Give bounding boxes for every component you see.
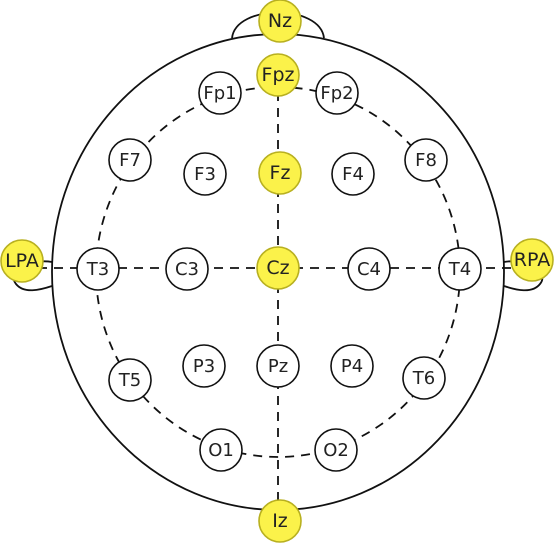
electrode-f7: F7 [108,138,152,182]
electrode-circle [258,151,302,195]
electrode-circle [438,247,482,291]
electrode-label: Nz [268,10,292,32]
electrode-t3: T3 [76,247,120,291]
electrode-circle [256,344,300,388]
electrode-circle [258,499,302,543]
electrode-circle [347,247,391,291]
electrode-label: Fp2 [320,83,353,104]
electrode-label: T3 [86,259,109,280]
electrode-circle [199,428,243,472]
electrode-fp1: Fp1 [198,71,242,115]
electrode-label: LPA [5,250,39,272]
electrode-circle [315,71,359,115]
electrode-label: F7 [119,150,141,171]
electrode-t6: T6 [402,356,446,400]
electrode-circle [331,152,375,196]
electrode-circle [256,53,300,97]
electrode-t5: T5 [108,358,152,402]
electrode-circle [314,428,358,472]
electrode-p4: P4 [330,344,374,388]
electrode-o2: O2 [314,428,358,472]
electrode-o1: O1 [199,428,243,472]
electrode-label: F8 [415,150,437,171]
electrode-rpa: RPA [510,238,554,282]
electrode-label: P4 [341,356,363,377]
electrode-label: F3 [194,164,216,185]
electrode-circle [510,238,554,282]
electrode-label: Fp1 [203,83,236,104]
electrode-circle [402,356,446,400]
electrode-t4: T4 [438,247,482,291]
electrode-circle [0,239,44,283]
electrode-label: O2 [323,440,349,461]
electrode-circle [258,0,302,43]
electrode-nz: Nz [258,0,302,43]
electrode-fz: Fz [258,151,302,195]
electrode-f4: F4 [331,152,375,196]
electrode-label: T5 [118,370,141,391]
electrode-label: O1 [208,440,234,461]
electrode-label: P3 [193,356,215,377]
electrode-label: C3 [175,259,199,280]
electrode-f8: F8 [404,138,448,182]
electrode-circle [182,344,226,388]
electrode-label: Pz [268,356,288,377]
electrode-circle [165,247,209,291]
electrode-label: Fz [270,162,291,184]
electrode-circle [256,246,300,290]
electrode-label: RPA [514,249,550,271]
electrode-c3: C3 [165,247,209,291]
electrode-circle [404,138,448,182]
electrode-label: T6 [412,368,435,389]
electrode-fpz: Fpz [256,53,300,97]
electrode-label: F4 [342,164,364,185]
electrode-circle [76,247,120,291]
electrode-lpa: LPA [0,239,44,283]
electrode-circle [108,358,152,402]
electrode-label: Iz [272,510,288,532]
electrode-f3: F3 [183,152,227,196]
electrode-pz: Pz [256,344,300,388]
electrode-c4: C4 [347,247,391,291]
electrode-cz: Cz [256,246,300,290]
electrode-circle [330,344,374,388]
electrode-label: Cz [266,257,289,279]
electrode-circle [108,138,152,182]
electrode-p3: P3 [182,344,226,388]
electrode-fp2: Fp2 [315,71,359,115]
electrode-label: Fpz [262,64,295,86]
electrode-circle [198,71,242,115]
electrode-label: T4 [448,259,471,280]
electrode-iz: Iz [258,499,302,543]
electrode-label: C4 [357,259,381,280]
electrode-circle [183,152,227,196]
